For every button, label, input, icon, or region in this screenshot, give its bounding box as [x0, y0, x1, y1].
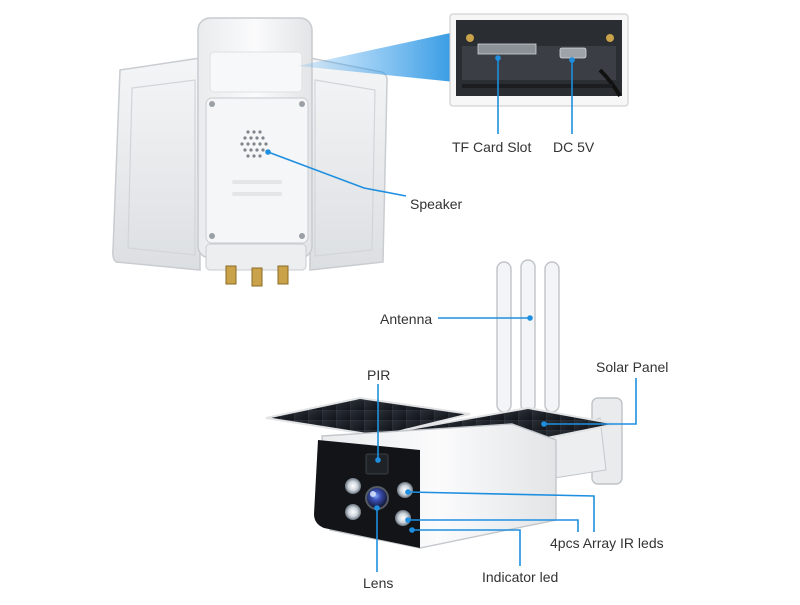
- device-back-view: [112, 17, 388, 287]
- label-antenna: Antenna: [380, 311, 433, 327]
- label-pir: PIR: [367, 367, 391, 383]
- port-closeup-inset: [449, 13, 629, 107]
- label-ir-leds: 4pcs Array IR leds: [550, 535, 664, 551]
- callout-speaker: [267, 151, 407, 197]
- label-speaker: Speaker: [410, 196, 463, 212]
- callout-dots: [265, 55, 575, 533]
- label-tf-card-slot: TF Card Slot: [452, 139, 532, 155]
- label-indicator-led: Indicator led: [482, 569, 559, 585]
- callout-ir-leds: [407, 491, 595, 532]
- antenna-connectors: [225, 265, 289, 287]
- label-solar-panel: Solar Panel: [596, 359, 669, 375]
- callout-lines: [267, 58, 637, 572]
- camera-front-view: [265, 259, 623, 549]
- callout-indicator-led: [412, 529, 521, 566]
- speaker-grill: [240, 130, 268, 158]
- label-lens: Lens: [363, 575, 394, 591]
- pir-sensor: [365, 453, 389, 475]
- antennas: [496, 259, 560, 413]
- callout-solar-panel: [544, 378, 637, 425]
- label-dc-5v: DC 5V: [553, 139, 595, 155]
- zoom-beam: [298, 32, 455, 82]
